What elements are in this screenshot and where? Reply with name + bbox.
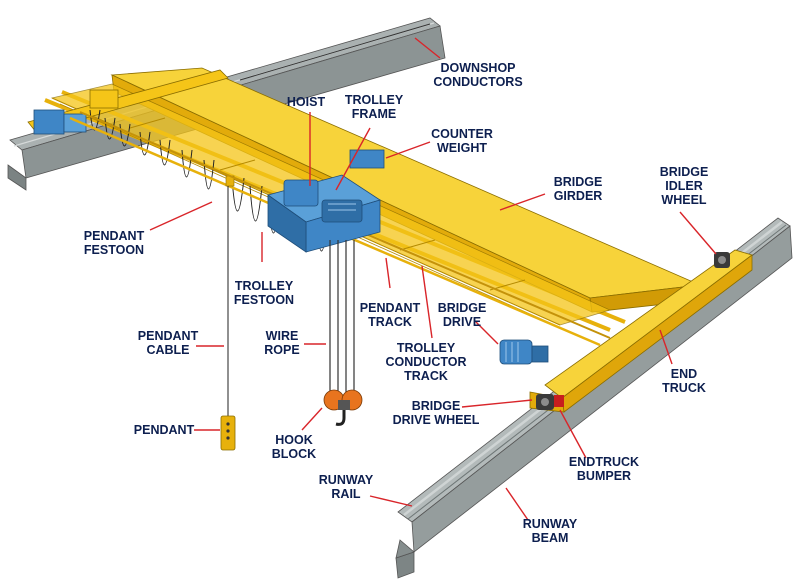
label-line: BUMPER: [577, 469, 631, 483]
label-line: BLOCK: [272, 447, 316, 461]
label-line: DOWNSHOP: [441, 61, 516, 75]
label-line: PENDANT: [138, 329, 199, 343]
label-line: TRACK: [368, 315, 412, 329]
label-line: FRAME: [352, 107, 396, 121]
bridge-idler-wheel: [714, 252, 730, 268]
bridge-drive-wheel: [536, 394, 554, 410]
label-line: TROLLEY: [345, 93, 404, 107]
label-line: COUNTER: [431, 127, 493, 141]
label-line: HOIST: [287, 95, 326, 109]
label-line: TRACK: [404, 369, 448, 383]
label-line: DRIVE WHEEL: [393, 413, 480, 427]
label-line: IDLER: [665, 179, 703, 193]
far-end-truck: [27, 69, 229, 135]
label-line: WEIGHT: [437, 141, 487, 155]
label-line: ROPE: [264, 343, 299, 357]
label-line: TROLLEY: [397, 341, 456, 355]
label-line: PENDANT: [84, 229, 145, 243]
label-line: BRIDGE: [412, 399, 461, 413]
label-line: ENDTRUCK: [569, 455, 639, 469]
label-line: BRIDGE: [438, 301, 487, 315]
label-line: GIRDER: [554, 189, 603, 203]
leader-lines: [149, 37, 717, 521]
label-line: PENDANT: [360, 301, 421, 315]
label-line: RUNWAY: [319, 473, 374, 487]
downshop-conductors: [239, 23, 431, 81]
label-line: BEAM: [532, 531, 569, 545]
counter-weight: [349, 149, 385, 169]
hoist: [283, 179, 363, 223]
endtruck-bumper: [554, 395, 564, 407]
label-line: END: [671, 367, 697, 381]
label-pendant: PENDANT: [134, 423, 195, 437]
label-line: FESTOON: [234, 293, 294, 307]
label-hoist: HOIST: [287, 95, 326, 109]
pendant: [220, 415, 236, 451]
label-line: BRIDGE: [660, 165, 709, 179]
label-line: DRIVE: [443, 315, 481, 329]
bridge-girder: [110, 67, 703, 313]
label-line: CABLE: [146, 343, 189, 357]
label-line: TROLLEY: [235, 279, 294, 293]
label-line: RAIL: [331, 487, 361, 501]
label-line: RUNWAY: [523, 517, 578, 531]
label-line: WIRE: [266, 329, 299, 343]
label-line: CONDUCTORS: [433, 75, 522, 89]
hook-block: [323, 389, 363, 426]
wire-rope: [329, 240, 355, 392]
label-line: WHEEL: [661, 193, 707, 207]
label-line: PENDANT: [134, 423, 195, 437]
label-line: FESTOON: [84, 243, 144, 257]
label-line: CONDUCTOR: [385, 355, 466, 369]
label-line: TRUCK: [662, 381, 706, 395]
label-line: HOOK: [275, 433, 313, 447]
label-line: BRIDGE: [554, 175, 603, 189]
bridge-drive: [499, 339, 549, 365]
